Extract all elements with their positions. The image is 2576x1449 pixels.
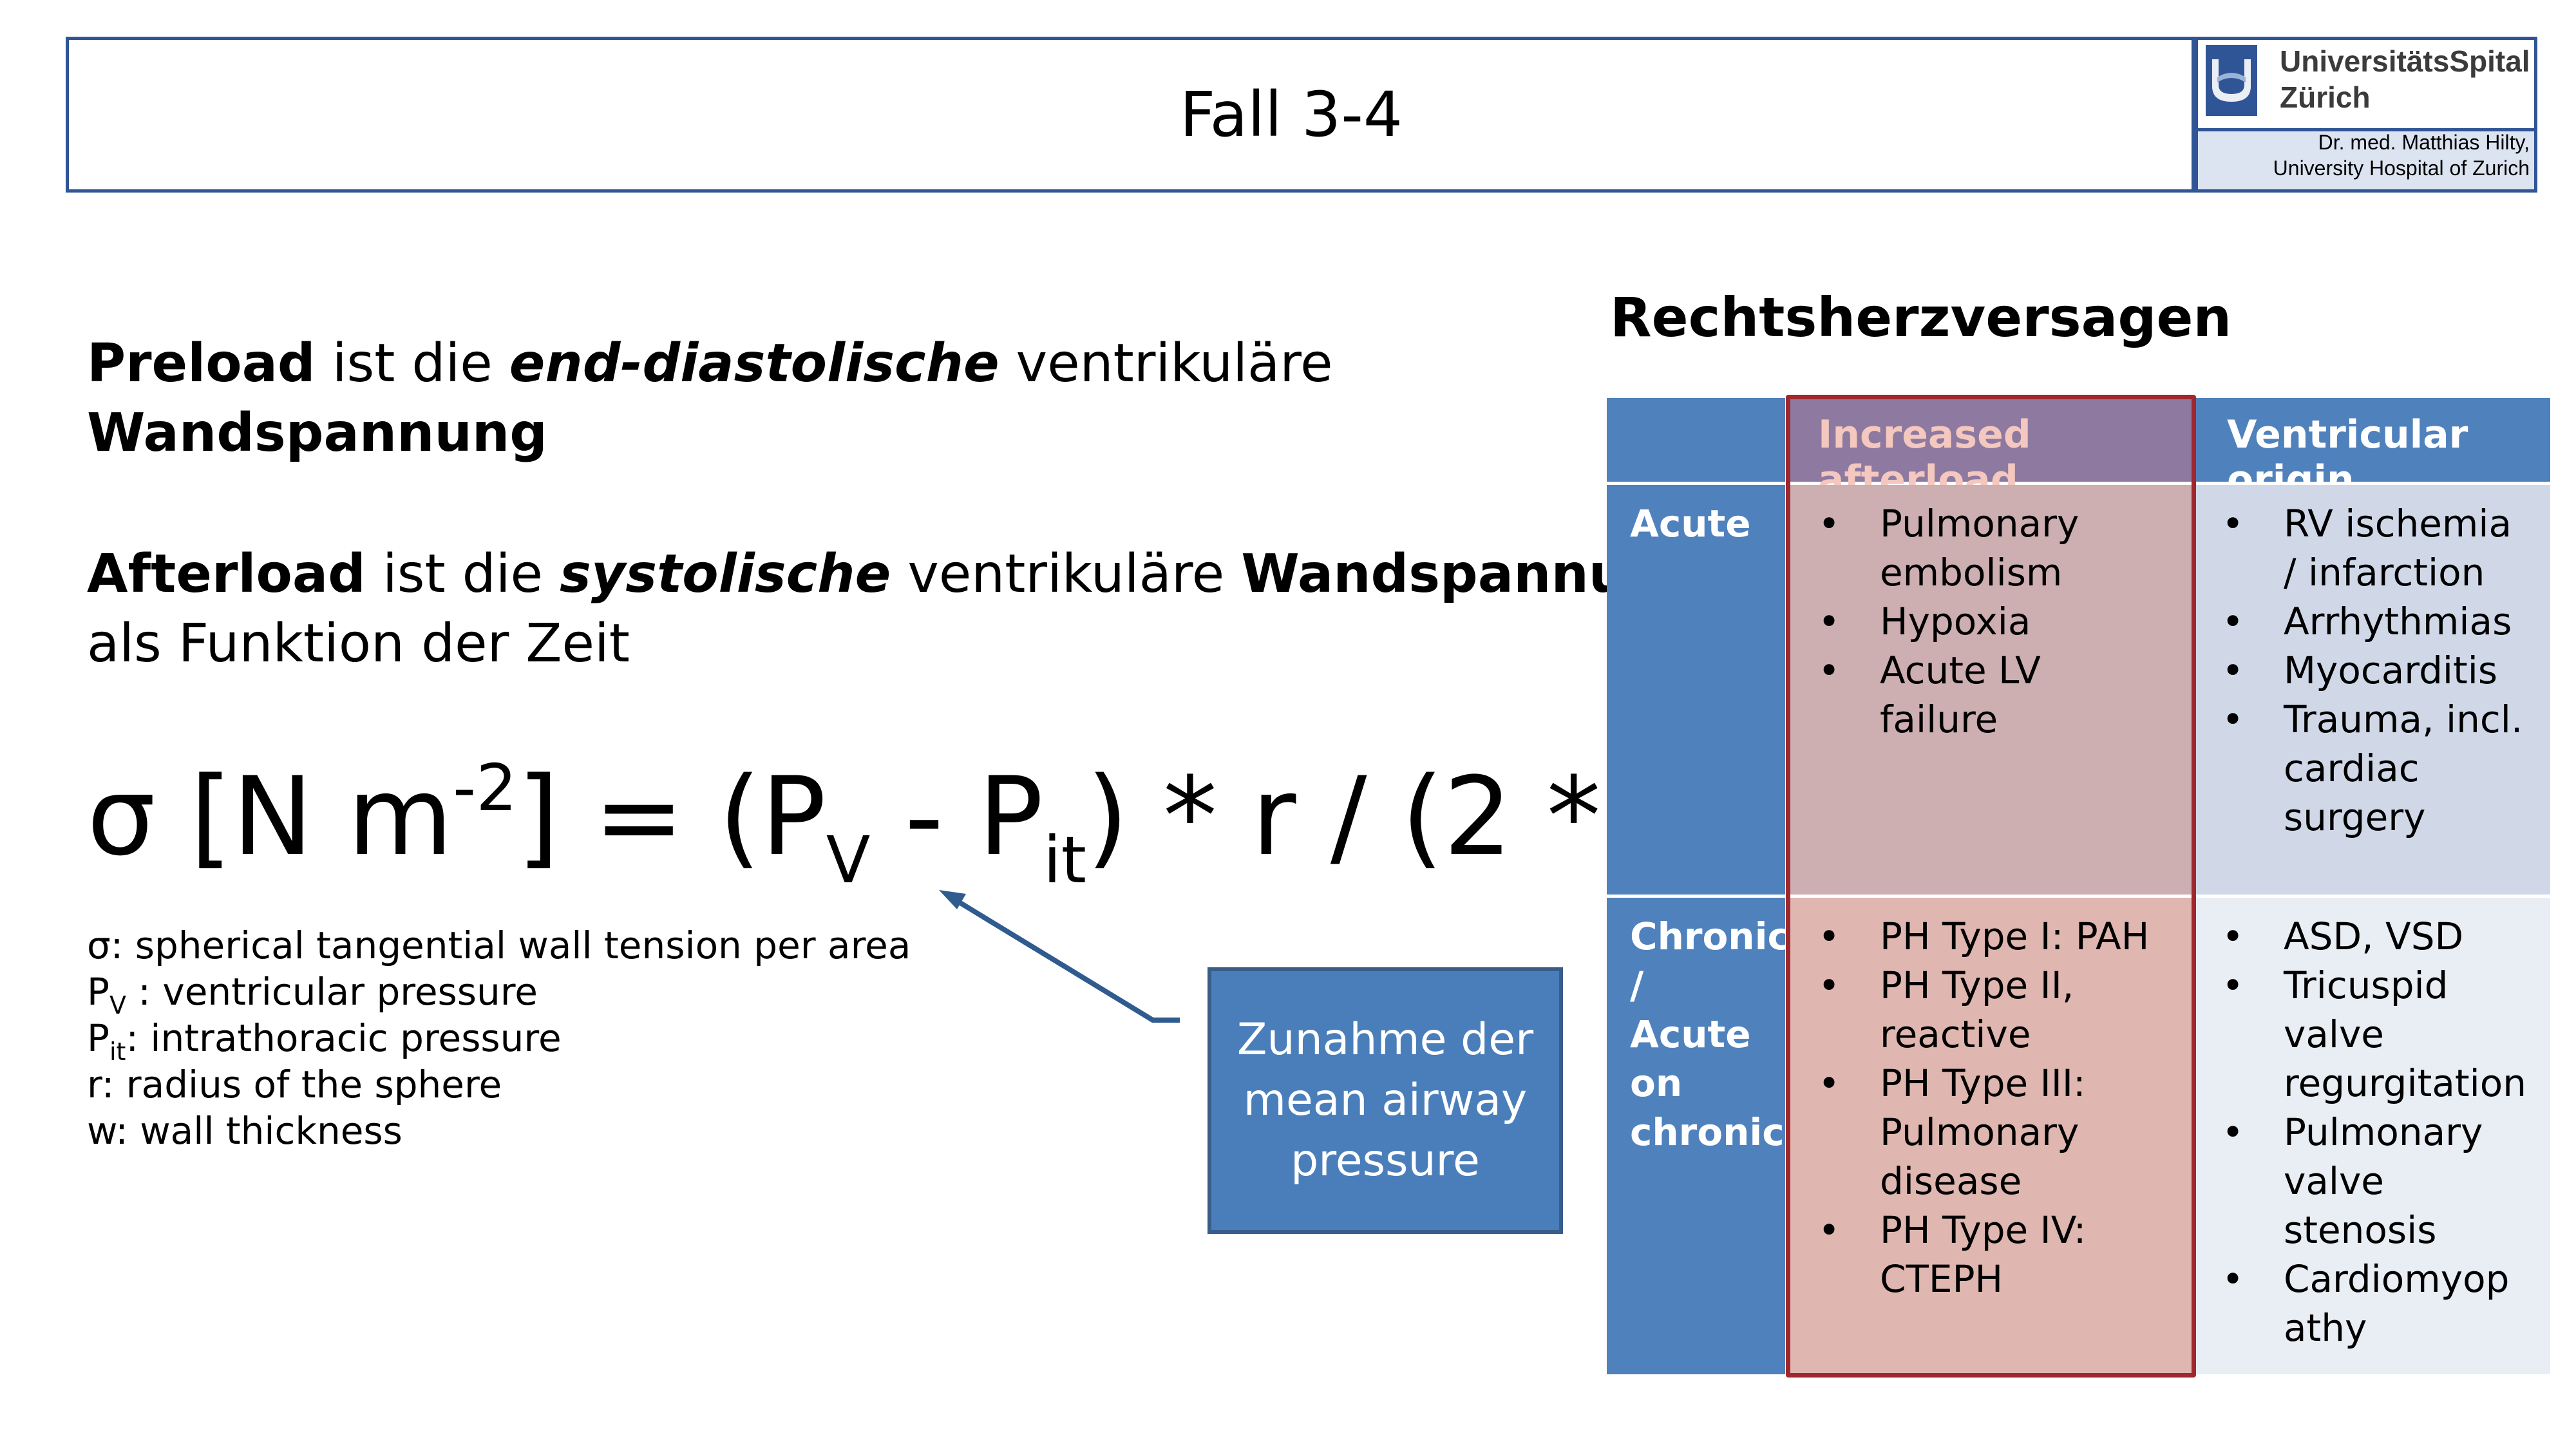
preload-definition: Preload ist die end-diastolische ventrik… xyxy=(87,329,1594,468)
table-header-empty xyxy=(1607,398,1785,482)
table-title: Rechtsherzversagen xyxy=(1610,286,2232,349)
callout-line: Zunahme der xyxy=(1236,1014,1534,1065)
list-item: Tricuspid valve regurgitation xyxy=(2222,961,2531,1108)
list-item: RV ischemia / infarction xyxy=(2222,499,2531,597)
table-header-afterload: Increased afterload xyxy=(1788,398,2193,502)
legend-subscript: V xyxy=(109,991,126,1019)
callout-box: Zunahme der mean airway pressure xyxy=(1208,967,1563,1234)
afterload-text-2: ventrikuläre xyxy=(891,544,1242,605)
list-item: ASD, VSD xyxy=(2222,912,2531,961)
formula-part: [N m xyxy=(155,753,453,880)
slide-title: Fall 3-4 xyxy=(1180,79,1403,151)
row-label-chronic: Chronic / Acute on chronic xyxy=(1607,898,1790,1374)
credit-panel xyxy=(2195,128,2537,193)
list-item: PH Type II, reactive xyxy=(1818,961,2167,1059)
afterload-highlight-frame xyxy=(1786,395,2196,1378)
formula-part: - P xyxy=(870,753,1043,880)
list-item: Trauma, incl. cardiac surgery xyxy=(2222,695,2531,842)
legend-subscript: it xyxy=(109,1037,126,1066)
legend-symbol: P xyxy=(87,970,109,1014)
list-item: PH Type I: PAH xyxy=(1818,912,2167,961)
legend-text: : intrathoracic pressure xyxy=(126,1016,562,1060)
legend-pv: PV : ventricular pressure xyxy=(87,969,911,1018)
list-item: Pulmonary valve stenosis xyxy=(2222,1108,2531,1255)
afterload-definition: Afterload ist die systolische ventrikulä… xyxy=(87,540,1701,679)
table-header-ventricular: Ventricular origin xyxy=(2196,398,2550,502)
usz-logo-icon xyxy=(2206,45,2257,116)
list-item: Myocarditis xyxy=(2222,646,2531,695)
row-label-acute: Acute xyxy=(1607,485,1785,895)
formula-exponent: -2 xyxy=(453,750,517,826)
afterload-text: ist die xyxy=(365,544,560,605)
formula-legend: σ: spherical tangential wall tension per… xyxy=(87,922,911,1154)
formula-subscript: it xyxy=(1043,822,1086,898)
afterload-term: Afterload xyxy=(87,544,366,605)
legend-r: r: radius of the sphere xyxy=(87,1063,502,1106)
list-item: Acute LV failure xyxy=(1818,646,2167,744)
preload-text-2: ventrikuläre xyxy=(999,333,1333,394)
formula-sigma: σ xyxy=(87,753,156,880)
callout-line: mean airway xyxy=(1243,1075,1528,1126)
formula-part: ] = (P xyxy=(516,753,826,880)
preload-term-2: Wandspannung xyxy=(87,402,547,464)
preload-text: ist die xyxy=(315,333,509,394)
acute-afterload-cell: Pulmonary embolism Hypoxia Acute LV fail… xyxy=(1788,485,2193,895)
chronic-afterload-cell: PH Type I: PAH PH Type II, reactive PH T… xyxy=(1788,898,2193,1374)
legend-w: w: wall thickness xyxy=(87,1109,402,1153)
logo-name-line1: UniversitätsSpital xyxy=(2280,44,2530,78)
chronic-ventricular-cell: ASD, VSD Tricuspid valve regurgitation P… xyxy=(2196,898,2550,1374)
legend-text: : ventricular pressure xyxy=(126,970,538,1014)
legend-sigma: σ: spherical tangential wall tension per… xyxy=(87,923,911,967)
preload-emphasis: end-diastolische xyxy=(509,333,999,394)
list-item: Hypoxia xyxy=(1818,597,2167,646)
legend-pit: Pit: intrathoracic pressure xyxy=(87,1015,911,1064)
preload-term: Preload xyxy=(87,333,316,394)
logo-name-line2: Zürich xyxy=(2280,80,2371,114)
legend-symbol: P xyxy=(87,1016,109,1060)
list-item: Cardiomyopathy xyxy=(2222,1255,2531,1352)
list-item: PH Type IV: CTEPH xyxy=(1818,1206,2167,1303)
list-item: Arrhythmias xyxy=(2222,597,2531,646)
list-item: Pulmonary embolism xyxy=(1818,499,2167,597)
afterload-emphasis: systolische xyxy=(560,544,891,605)
list-item: PH Type III: Pulmonary disease xyxy=(1818,1059,2167,1206)
afterload-text-3: als Funktion der Zeit xyxy=(87,613,630,674)
credit-institution: University Hospital of Zurich xyxy=(2273,156,2530,180)
header-frame xyxy=(66,37,2195,193)
wall-tension-formula: σ [N m-2] = (PV - Pit) * r / (2 * w) xyxy=(87,750,1766,893)
callout-line: pressure xyxy=(1291,1135,1480,1186)
acute-ventricular-cell: RV ischemia / infarction Arrhythmias Myo… xyxy=(2196,485,2550,895)
formula-subscript: V xyxy=(826,822,871,898)
credit-author: Dr. med. Matthias Hilty, xyxy=(2318,131,2530,154)
